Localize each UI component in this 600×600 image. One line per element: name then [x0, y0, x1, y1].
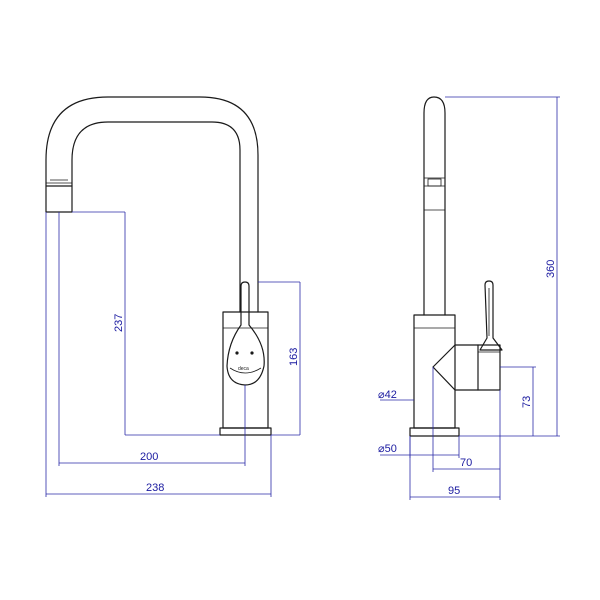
side-lever: [479, 280, 503, 351]
brand-logo: deca: [238, 366, 249, 372]
dim-360-label: 360: [545, 260, 557, 278]
side-view: [409, 96, 503, 437]
side-aerator: [427, 178, 442, 187]
dim-73-label: 73: [521, 396, 533, 408]
front-base: [219, 427, 272, 436]
side-cartridge-cap: [477, 344, 501, 391]
front-spout: [45, 96, 259, 313]
front-aerator: [45, 185, 73, 213]
dim-163-label: 163: [288, 348, 300, 366]
dim-50-label: ⌀50: [378, 443, 397, 455]
lever-contour: [229, 367, 262, 374]
dim-95-label: 95: [448, 485, 460, 497]
dim-42-label: ⌀42: [378, 389, 397, 401]
dim-200-label: 200: [140, 451, 158, 463]
front-lever: [226, 281, 265, 386]
hot-dot: [235, 351, 239, 355]
side-dimensions: 360 73 ⌀42 ⌀50 70 95: [378, 96, 560, 500]
front-dimensions: 237 163 200 238: [45, 211, 301, 497]
side-cartridge: [432, 344, 479, 391]
side-base: [409, 427, 460, 437]
dim-238-label: 238: [146, 482, 164, 494]
cold-dot: [250, 351, 254, 355]
dim-237-label: 237: [113, 314, 125, 332]
front-view: deca: [45, 96, 272, 436]
side-spout: [423, 96, 446, 316]
dim-70-label: 70: [460, 457, 472, 469]
side-body: [413, 314, 456, 429]
